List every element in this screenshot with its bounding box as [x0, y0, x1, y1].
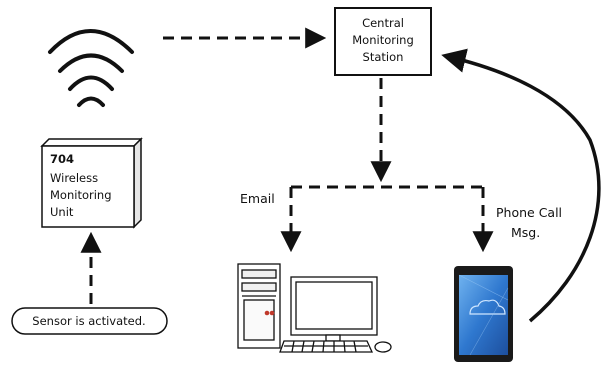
- email-label: Email: [240, 191, 275, 206]
- desktop-computer-icon: [237, 263, 392, 353]
- station-label-line1: Central: [362, 16, 404, 30]
- wireless-monitoring-unit: 704 Wireless Monitoring Unit: [40, 137, 143, 229]
- station-label-line2: Monitoring: [352, 33, 414, 47]
- arrow-phone-to-station: [441, 48, 601, 323]
- phone-label-line1: Phone Call: [496, 205, 562, 220]
- station-label-line3: Station: [363, 50, 404, 64]
- unit-label-line3: Unit: [50, 205, 74, 219]
- smartphone-icon: [454, 266, 513, 362]
- wireless-signal-icon: [48, 29, 134, 107]
- unit-label-line2: Monitoring: [50, 188, 112, 202]
- unit-label-line1: Wireless: [50, 171, 98, 185]
- phone-label-line2: Msg.: [511, 225, 540, 240]
- central-monitoring-station: Central Monitoring Station: [334, 7, 432, 76]
- unit-number: 704: [50, 152, 74, 166]
- sensor-label: Sensor is activated.: [32, 314, 145, 328]
- sensor-callout: Sensor is activated.: [11, 307, 168, 335]
